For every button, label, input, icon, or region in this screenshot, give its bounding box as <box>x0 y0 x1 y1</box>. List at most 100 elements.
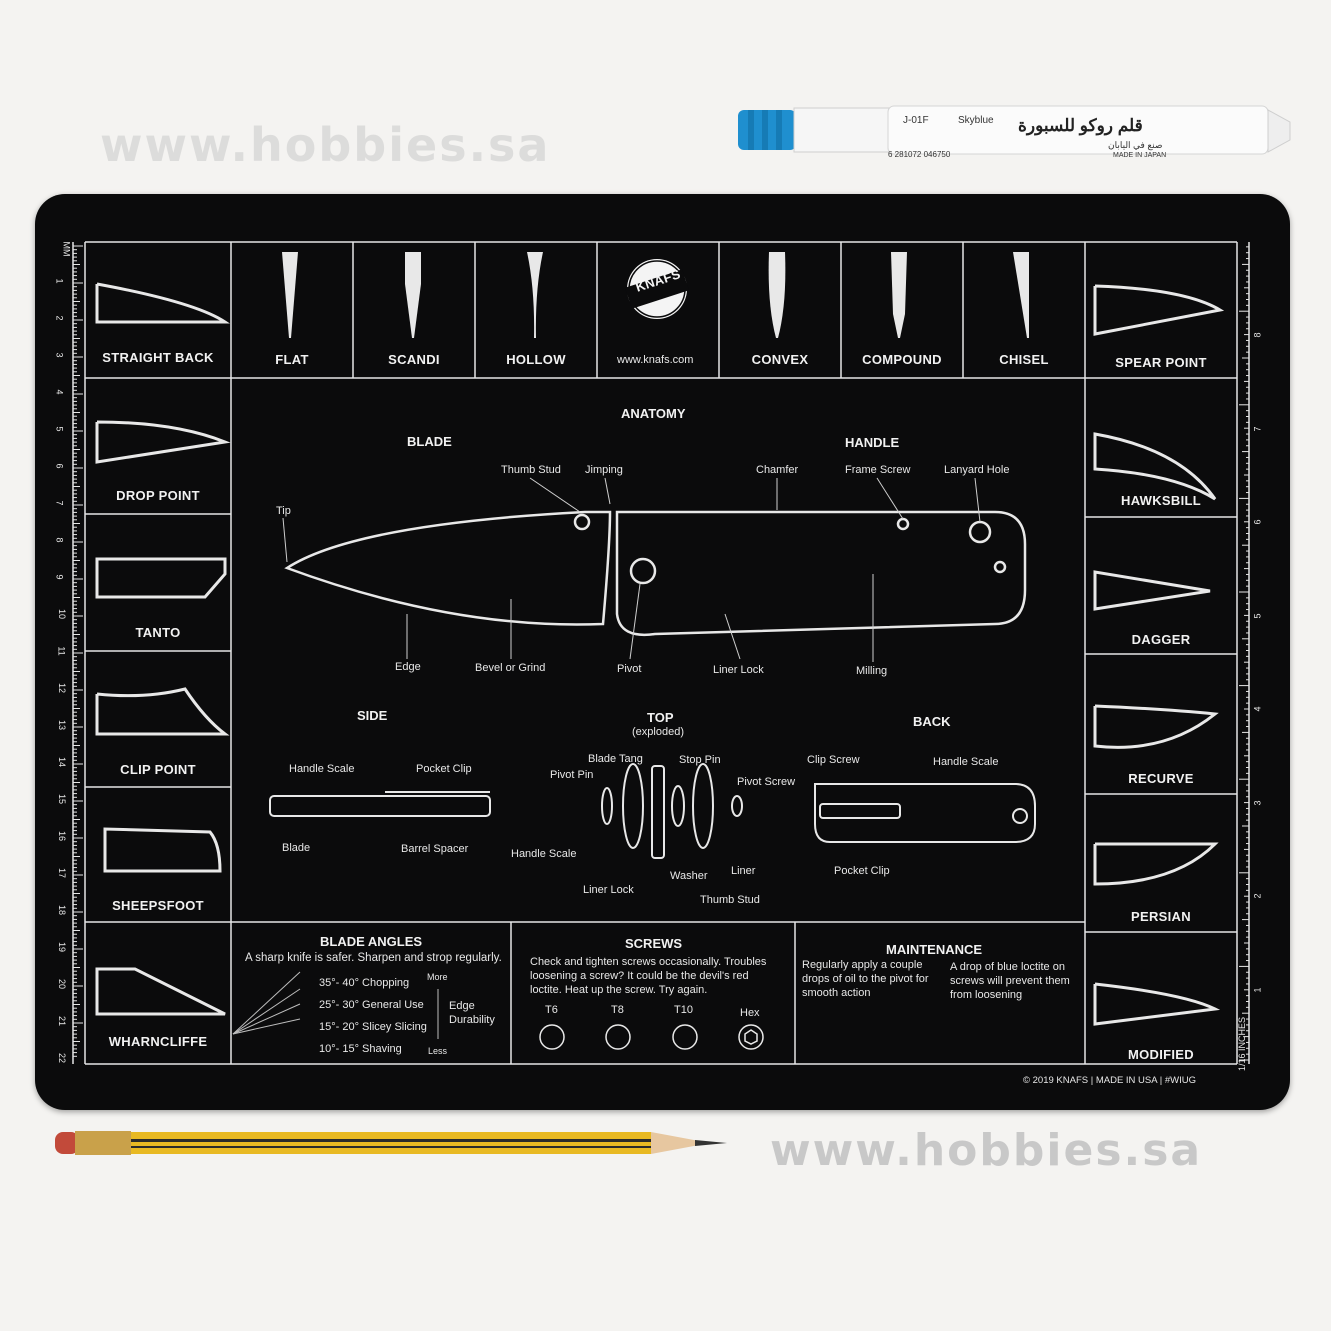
screw-hex: Hex <box>740 1007 760 1019</box>
ruler-left-number: 6 <box>54 463 65 469</box>
grind-label-convex: CONVEX <box>751 352 809 367</box>
top-heading: TOP <box>647 710 674 725</box>
top-pivot-pin: Pivot Pin <box>550 769 594 781</box>
angle-durability: Durability <box>449 1014 495 1026</box>
label-edge: Edge <box>395 661 421 673</box>
ruler-left-number: 17 <box>57 867 68 879</box>
maintenance-right: A drop of blue loctite on screws will pr… <box>950 961 1070 1001</box>
top-subheading: (exploded) <box>632 726 684 738</box>
shape-label-recurve: RECURVE <box>1128 771 1194 786</box>
watermark-top: www.hobbies.sa <box>100 118 551 172</box>
ruler-right-number: 1 <box>1252 986 1263 993</box>
ruler-left-number: 4 <box>54 389 65 395</box>
ruler-left-number: 14 <box>57 756 68 768</box>
screw-t6: T6 <box>545 1004 558 1016</box>
ruler-left-number: 12 <box>57 682 68 694</box>
shape-label-persian: PERSIAN <box>1131 909 1191 924</box>
side-heading: SIDE <box>357 708 388 723</box>
angle-row-2: 25°- 30° General Use <box>319 999 424 1011</box>
back-clip-screw: Clip Screw <box>807 754 860 766</box>
ruler-units-left: MM <box>61 241 72 257</box>
ruler-left-number: 1 <box>54 278 65 284</box>
side-handle-scale: Handle Scale <box>289 763 355 775</box>
top-liner-lock: Liner Lock <box>583 884 634 896</box>
ruler-left-number: 22 <box>57 1052 68 1064</box>
label-bevel: Bevel or Grind <box>475 662 546 674</box>
ruler-left-number: 15 <box>57 793 68 805</box>
ruler-left-number: 10 <box>57 608 68 620</box>
label-liner-lock: Liner Lock <box>713 664 764 676</box>
watermark-bottom: www.hobbies.sa <box>770 1125 1203 1176</box>
ruler-right-number: 6 <box>1252 519 1263 525</box>
ruler-units-right: 1/16 INCHES <box>1237 1016 1248 1072</box>
ruler-left-number: 3 <box>54 352 65 358</box>
grind-label-compound: COMPOUND <box>862 352 942 367</box>
knafs-url: www.knafs.com <box>617 354 694 366</box>
shape-label-spear-point: SPEAR POINT <box>1115 355 1207 370</box>
mat-graphics <box>72 241 1250 1065</box>
label-frame-screw: Frame Screw <box>845 464 911 476</box>
ruler-right-number: 8 <box>1252 332 1263 338</box>
ruler-left-number: 20 <box>57 978 68 990</box>
ruler-right-number: 3 <box>1252 799 1263 806</box>
side-pocket-clip: Pocket Clip <box>416 763 472 775</box>
ruler-right-number: 2 <box>1252 893 1263 899</box>
shape-label-wharncliffe: WHARNCLIFFE <box>108 1034 208 1049</box>
top-handle-scale: Handle Scale <box>511 848 577 860</box>
top-thumb-stud: Thumb Stud <box>700 894 760 906</box>
grind-label-flat: FLAT <box>275 352 309 367</box>
screw-t10: T10 <box>674 1004 693 1016</box>
angle-row-3: 15°- 20° Slicey Slicing <box>319 1021 427 1033</box>
angle-more: More <box>427 972 448 982</box>
shape-label-tanto: TANTO <box>135 625 181 640</box>
maintenance-left: Regularly apply a couple drops of oil to… <box>802 959 929 999</box>
ruler-left-number: 8 <box>54 537 65 543</box>
ruler-left-number: 5 <box>54 426 65 432</box>
grind-label-chisel: CHISEL <box>999 352 1049 367</box>
label-lanyard-hole: Lanyard Hole <box>944 464 1010 476</box>
ruler-left-number: 19 <box>57 941 68 953</box>
marker-arabic-made: صنع في اليابان <box>1108 140 1163 150</box>
maintenance-heading: MAINTENANCE <box>886 942 983 957</box>
shape-label-dagger: DAGGER <box>1131 632 1191 647</box>
angle-row-4: 10°- 15° Shaving <box>319 1043 402 1055</box>
blade-angles-text: A sharp knife is safer. Sharpen and stro… <box>245 952 502 964</box>
shape-label-hawksbill: HAWKSBILL <box>1121 493 1201 508</box>
label-thumb-stud: Thumb Stud <box>501 464 561 476</box>
angle-edge: Edge <box>449 1000 475 1012</box>
marker-made-in: MADE IN JAPAN <box>1113 152 1167 159</box>
label-milling: Milling <box>856 665 888 677</box>
copyright: © 2019 KNAFS | MADE IN USA | #WIUG <box>1023 1075 1196 1086</box>
ruler-left-number: 11 <box>56 646 67 656</box>
angle-less: Less <box>428 1046 448 1056</box>
top-blade-tang: Blade Tang <box>588 753 643 765</box>
screws-heading: SCREWS <box>625 936 683 951</box>
handle-heading: HANDLE <box>845 435 900 450</box>
pencil <box>55 1128 735 1168</box>
anatomy-title: ANATOMY <box>621 406 686 421</box>
ruler-right-number: 7 <box>1252 425 1263 432</box>
grind-label-hollow: HOLLOW <box>506 352 566 367</box>
ruler-right-number: 4 <box>1252 706 1263 712</box>
marker-barcode: 6 281072 046750 <box>888 150 951 159</box>
blade-angles-heading: BLADE ANGLES <box>320 934 423 949</box>
shape-label-clip-point: CLIP POINT <box>120 762 196 777</box>
top-pivot-screw: Pivot Screw <box>737 776 796 788</box>
marker-code: J-01F <box>903 115 929 126</box>
marker-color-name: Skyblue <box>958 115 994 126</box>
top-stop-pin: Stop Pin <box>679 754 721 766</box>
back-heading: BACK <box>913 714 951 729</box>
ruler-left-number: 16 <box>57 830 68 842</box>
label-pivot: Pivot <box>617 663 642 675</box>
blade-heading: BLADE <box>407 434 452 449</box>
shape-label-sheepsfoot: SHEEPSFOOT <box>112 898 204 913</box>
shape-label-modified: MODIFIED <box>1128 1047 1194 1062</box>
label-jimping: Jimping <box>585 464 623 476</box>
ruler-left-number: 9 <box>54 574 65 580</box>
shape-label-straight-back: STRAIGHT BACK <box>102 350 214 365</box>
shape-label-drop-point: DROP POINT <box>116 488 200 503</box>
screw-t8: T8 <box>611 1004 624 1016</box>
label-chamfer: Chamfer <box>756 464 799 476</box>
grind-label-scandi: SCANDI <box>388 352 440 367</box>
